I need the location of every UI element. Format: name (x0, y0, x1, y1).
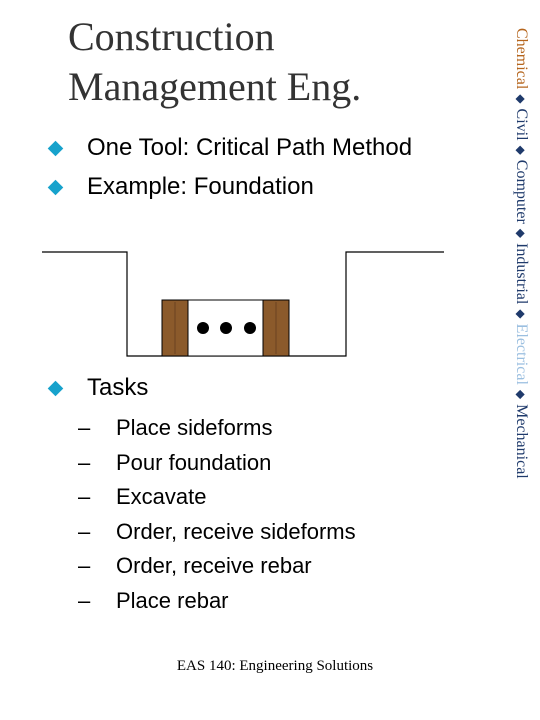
diamond-separator-icon: ◆ (514, 94, 529, 104)
diamond-bullet-icon (47, 140, 64, 156)
list-item: –Pour foundation (78, 446, 356, 481)
bullet-text: One Tool: Critical Path Method (87, 134, 413, 161)
dash-icon: – (78, 449, 91, 475)
task-text: Pour foundation (116, 449, 272, 475)
discipline-mechanical: Mechanical (513, 404, 530, 479)
list-item: –Order, receive rebar (78, 549, 356, 584)
bullet-tasks: Tasks (47, 373, 149, 403)
diamond-bullet-icon (47, 179, 64, 195)
discipline-strip: Chemical ◆ Civil ◆ Computer ◆ Industrial ◆ Elect… (506, 28, 536, 560)
discipline-chemical: Chemical (513, 28, 530, 90)
list-item: –Place rebar (78, 584, 356, 619)
rebar-dot-icon (220, 322, 232, 334)
bullet-text: Example: Foundation (87, 173, 314, 200)
dash-icon: – (78, 484, 91, 509)
discipline-electrical: Electrical (513, 323, 530, 385)
diamond-separator-icon: ◆ (514, 228, 529, 239)
dash-icon: – (78, 587, 91, 613)
diamond-separator-icon: ◆ (514, 389, 529, 400)
discipline-industrial: Industrial (513, 243, 530, 305)
dash-icon: – (78, 553, 91, 578)
diamond-separator-icon: ◆ (514, 145, 529, 155)
task-text: Order, receive rebar (116, 553, 312, 578)
task-text: Order, receive sideforms (116, 518, 356, 544)
list-item: –Place sideforms (78, 411, 356, 446)
diamond-separator-icon: ◆ (514, 309, 529, 319)
title-line-1: Construction (68, 14, 275, 59)
list-item: –Order, receive sideforms (78, 515, 356, 550)
dash-icon: – (78, 415, 91, 440)
slide-title: Construction Management Eng. (68, 12, 361, 112)
title-line-2: Management Eng. (68, 64, 362, 109)
task-text: Place rebar (116, 587, 229, 613)
dash-icon: – (78, 518, 91, 544)
discipline-civil: Civil (513, 108, 530, 141)
task-list: –Place sideforms –Pour foundation –Excav… (78, 411, 356, 618)
rebar-dot-icon (244, 322, 256, 334)
list-item: –Excavate (78, 480, 356, 515)
task-text: Excavate (116, 484, 207, 509)
discipline-sidebar: Chemical ◆ Civil ◆ Computer ◆ Industrial ◆ Elect… (506, 28, 536, 560)
foundation-diagram (42, 251, 444, 357)
bullet-example: Example: Foundation (47, 172, 314, 202)
diamond-bullet-icon (47, 380, 64, 396)
footer: EAS 140: Engineering Solutions (0, 658, 540, 675)
discipline-computer: Computer (513, 159, 530, 224)
bullet-critical-path: One Tool: Critical Path Method (47, 133, 413, 163)
task-text: Place sideforms (116, 415, 273, 440)
footer-text: EAS 140: Engineering Solutions (176, 658, 374, 674)
bullet-text: Tasks (87, 374, 149, 401)
rebar-dot-icon (197, 322, 209, 334)
